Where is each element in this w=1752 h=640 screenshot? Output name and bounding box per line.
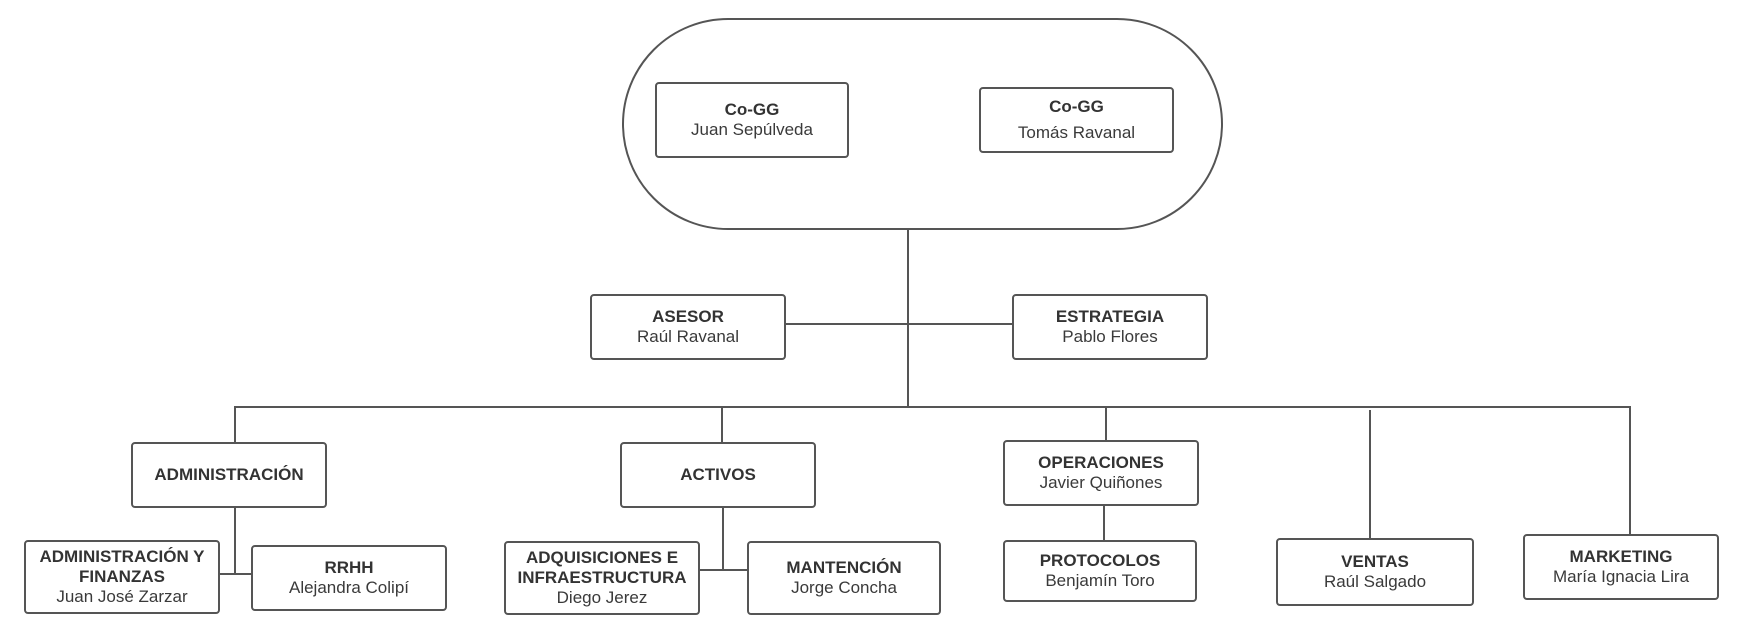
- node-person: Diego Jerez: [556, 588, 648, 608]
- node-title: ADQUISICIONES E: [525, 547, 679, 567]
- node-title: OPERACIONES: [1038, 452, 1164, 472]
- connector-staff: [786, 323, 1014, 325]
- node-person: María Ignacia Lira: [1552, 567, 1690, 586]
- node-administracion-y-finanzas[interactable]: ADMINISTRACIÓN Y FINANZAS Juan José Zarz…: [24, 540, 220, 614]
- connector-trunk: [907, 228, 909, 406]
- connector-activos: [721, 406, 723, 442]
- node-marketing[interactable]: MARKETING María Ignacia Lira: [1523, 534, 1719, 600]
- node-operaciones[interactable]: OPERACIONES Javier Quiñones: [1003, 440, 1199, 506]
- connector-activos-sub: [722, 508, 724, 570]
- node-title: INFRAESTRUCTURA: [517, 567, 687, 587]
- node-person: Jorge Concha: [791, 578, 897, 597]
- node-cogg-juan-sepulveda[interactable]: Co-GG Juan Sepúlveda: [655, 82, 849, 158]
- node-person: Juan José Zarzar: [56, 587, 188, 607]
- node-title: RRHH: [324, 557, 374, 577]
- node-title: ADMINISTRACIÓN: [154, 464, 304, 484]
- connector-activos-branch: [698, 569, 748, 571]
- node-title: Co-GG: [1049, 96, 1104, 116]
- connector-operaciones: [1105, 406, 1107, 440]
- node-title: ASESOR: [652, 306, 724, 326]
- node-title: ESTRATEGIA: [1055, 306, 1165, 326]
- node-title: VENTAS: [1341, 551, 1409, 571]
- connector-ventas: [1369, 410, 1371, 540]
- node-activos[interactable]: ACTIVOS: [620, 442, 816, 508]
- node-person: Javier Quiñones: [1039, 473, 1163, 492]
- node-administracion[interactable]: ADMINISTRACIÓN: [131, 442, 327, 508]
- node-person: Alejandra Colipí: [288, 578, 409, 597]
- node-title: MARKETING: [1569, 546, 1673, 566]
- connector-department-bus: [234, 406, 1630, 408]
- node-title: Co-GG: [724, 99, 780, 119]
- node-ventas[interactable]: VENTAS Raúl Salgado: [1276, 538, 1474, 606]
- node-protocolos[interactable]: PROTOCOLOS Benjamín Toro: [1003, 540, 1197, 602]
- node-person: Raúl Salgado: [1323, 572, 1427, 591]
- node-person: Raúl Ravanal: [636, 327, 740, 346]
- node-person: Tomás Ravanal: [1017, 123, 1136, 142]
- connector-marketing: [1629, 406, 1631, 536]
- node-rrhh[interactable]: RRHH Alejandra Colipí: [251, 545, 447, 611]
- node-person: Juan Sepúlveda: [691, 120, 813, 139]
- node-title: FINANZAS: [79, 566, 165, 586]
- node-mantencion[interactable]: MANTENCIÓN Jorge Concha: [747, 541, 941, 615]
- connector-administracion-sub: [234, 508, 236, 574]
- node-cogg-tomas-ravanal[interactable]: Co-GG Tomás Ravanal: [979, 87, 1174, 153]
- node-adquisiciones-e-infraestructura[interactable]: ADQUISICIONES E INFRAESTRUCTURA Diego Je…: [504, 541, 700, 615]
- node-title: PROTOCOLOS: [1039, 550, 1161, 570]
- connector-administracion-branch: [218, 573, 252, 575]
- node-title: ACTIVOS: [680, 464, 756, 484]
- node-asesor[interactable]: ASESOR Raúl Ravanal: [590, 294, 786, 360]
- node-title: MANTENCIÓN: [786, 557, 902, 577]
- node-person: Benjamín Toro: [1045, 571, 1155, 590]
- connector-administracion: [234, 406, 236, 442]
- node-person: Pablo Flores: [1062, 327, 1158, 346]
- node-title: ADMINISTRACIÓN Y: [39, 546, 205, 566]
- connector-operaciones-sub: [1103, 505, 1105, 541]
- node-estrategia[interactable]: ESTRATEGIA Pablo Flores: [1012, 294, 1208, 360]
